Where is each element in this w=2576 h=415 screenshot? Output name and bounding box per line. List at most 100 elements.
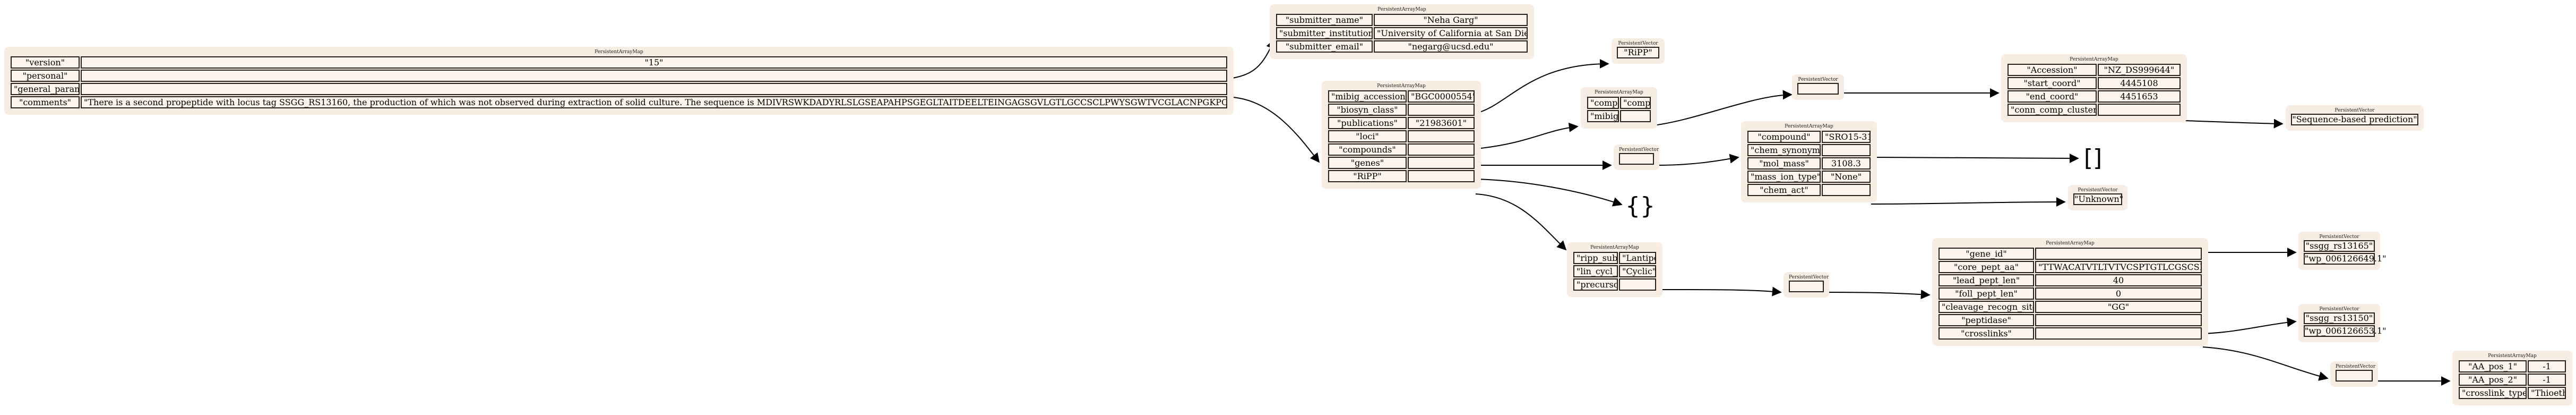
edge-chemact-vec xyxy=(1871,197,2066,207)
vector-item xyxy=(1797,83,1839,95)
general-params-table: "mibig_accession""BGC0000554" "biosyn_cl… xyxy=(1327,89,1476,183)
map-key-cell: "AA_pos_1" xyxy=(2459,360,2527,372)
table-row: "version""15" xyxy=(11,56,1227,69)
map-key-cell: "chem_act" xyxy=(1747,184,1821,196)
vector-item: "Unknown" xyxy=(2073,193,2124,205)
map-value-cell xyxy=(2035,314,2202,326)
chem-act-vector-node: PersistentVector "Unknown" xyxy=(2068,185,2127,210)
root-map-table: "version""15" "personal" "general_params… xyxy=(10,55,1228,109)
vector-item: "Sequence-based prediction" xyxy=(2291,114,2418,125)
map-value-cell: "Thioether" xyxy=(2528,387,2566,399)
map-key-cell: "submitter_email" xyxy=(1276,40,1373,53)
table-row: "end_coord"4451653 xyxy=(2008,90,2181,103)
root-map-node: PersistentArrayMap "version""15" "person… xyxy=(4,47,1234,115)
table-row: "AA_pos_1"-1 xyxy=(2459,360,2566,372)
compound-map-table: "compound""SRO15-3108" "chem_synonyms" "… xyxy=(1746,130,1872,197)
map-value-cell: "21983601" xyxy=(1408,117,1475,129)
map-key-cell: "compound" xyxy=(1747,131,1821,143)
table-row: "mass_ion_type""None" xyxy=(1747,171,1871,183)
map-key-cell: "peptidase" xyxy=(1939,314,2034,326)
node-title: PersistentArrayMap xyxy=(2046,241,2095,246)
table-row: "biosyn_class" xyxy=(1328,104,1475,116)
map-key-cell: "crosslinks" xyxy=(1939,327,2034,340)
table-row: "mibig_acc" xyxy=(1587,110,1651,122)
map-value-cell xyxy=(1408,130,1475,142)
edge-prec-vec xyxy=(1657,286,1782,297)
map-key-cell: "submitter_name" xyxy=(1276,14,1373,26)
map-value-cell xyxy=(81,70,1227,82)
general-params-map-node: PersistentArrayMap "mibig_accession""BGC… xyxy=(1322,81,1481,189)
map-value-cell xyxy=(1408,143,1475,156)
edge-peptidase-vec xyxy=(2202,317,2297,334)
edge-general-general-map xyxy=(1232,97,1320,163)
map-value-cell xyxy=(2035,248,2202,260)
edge-prec-gene xyxy=(1824,290,1931,300)
node-title: PersistentVector xyxy=(2319,234,2359,240)
map-value-cell: -1 xyxy=(2528,360,2566,372)
gene-id-vector-node: PersistentVector "ssgg_rs13165" "wp_0061… xyxy=(2298,232,2387,270)
table-row: "lead_pept_len"40 xyxy=(1939,274,2202,286)
table-row: "start_coord"4445108 xyxy=(2008,77,2181,89)
edge-crosslinks-vec xyxy=(2202,346,2329,381)
table-row: "chem_act" xyxy=(1747,184,1871,196)
table-row: "comments""There is a second propeptide … xyxy=(11,96,1227,108)
precursor-loci-vector-node: PersistentVector xyxy=(1784,272,1829,298)
map-value-cell: "GG" xyxy=(2035,301,2202,313)
node-title: PersistentArrayMap xyxy=(1377,7,1426,12)
map-key-cell: "lead_pept_len" xyxy=(1939,274,2034,286)
vector-item: "ssgg_rs13150" xyxy=(2304,312,2375,324)
map-value-cell: "BGC0000554" xyxy=(1408,90,1475,103)
node-title: PersistentArrayMap xyxy=(1785,124,1833,129)
table-row: "chem_synonyms" xyxy=(1747,144,1871,156)
map-key-cell: "comments" xyxy=(11,96,80,108)
map-value-cell: "Cyclic" xyxy=(1619,265,1656,277)
map-key-cell: "end_coord" xyxy=(2008,90,2097,103)
table-row: "RiPP" xyxy=(1328,170,1475,182)
map-value-cell xyxy=(1620,110,1651,122)
edge-conn-evidence xyxy=(2184,118,2284,129)
table-row: "submitter_name""Neha Garg" xyxy=(1276,14,1528,26)
edge-personal-submitter xyxy=(1232,39,1276,79)
map-key-cell: "core_pept_aa" xyxy=(1939,261,2034,273)
vector-item: "RiPP" xyxy=(1617,47,1659,58)
map-key-cell: "foll_pept_len" xyxy=(1939,287,2034,300)
map-value-cell xyxy=(1408,157,1475,169)
map-value-cell xyxy=(1619,278,1656,291)
map-value-cell: "complete" xyxy=(1620,97,1651,109)
crosslinks-vector-node: PersistentVector xyxy=(2330,361,2378,387)
vector-item: "wp_006126649.1" xyxy=(2304,253,2387,265)
map-value-cell xyxy=(1408,104,1475,116)
map-value-cell xyxy=(2035,327,2202,340)
node-title: PersistentVector xyxy=(2319,307,2359,312)
table-row: "publications""21983601" xyxy=(1328,117,1475,129)
vector-item: "wp_006126653.1" xyxy=(2304,325,2387,337)
submitter-map-node: PersistentArrayMap "submitter_name""Neha… xyxy=(1270,4,1534,59)
table-row: "compound""SRO15-3108" xyxy=(1747,131,1871,143)
node-title: PersistentArrayMap xyxy=(1595,90,1643,95)
map-key-cell: "mass_ion_type" xyxy=(1747,171,1821,183)
map-key-cell: "chem_synonyms" xyxy=(1747,144,1821,156)
map-key-cell: "loci" xyxy=(1328,130,1407,142)
map-key-cell: "crosslink_type" xyxy=(2459,387,2527,399)
table-row: "foll_pept_len"0 xyxy=(1939,287,2202,300)
map-key-cell: "ripp_subclass" xyxy=(1573,252,1618,264)
map-key-cell: "complete" xyxy=(1587,97,1619,109)
node-title: PersistentArrayMap xyxy=(1590,245,1639,250)
map-value-cell: "Lantipeptide" xyxy=(1619,252,1656,264)
table-row: "compounds" xyxy=(1328,143,1475,156)
map-value-cell: -1 xyxy=(2528,374,2566,386)
table-row: "gene_id" xyxy=(1939,248,2202,260)
gene-map-table: "gene_id" "core_pept_aa""TTWACATVTLTVTVC… xyxy=(1937,247,2203,341)
map-key-cell: "mibig_acc" xyxy=(1587,110,1619,122)
node-title: PersistentArrayMap xyxy=(2488,353,2537,359)
submitter-map-table: "submitter_name""Neha Garg" "submitter_i… xyxy=(1275,13,1529,54)
map-value-cell xyxy=(1822,144,1871,156)
loci-map-table: "complete""complete" "mibig_acc" xyxy=(1586,96,1652,123)
map-value-cell: 40 xyxy=(2035,274,2202,286)
table-row: "conn_comp_cluster" xyxy=(2008,104,2181,116)
table-row: "complete""complete" xyxy=(1587,97,1651,109)
map-value-cell: "None" xyxy=(1822,171,1871,183)
node-title: PersistentVector xyxy=(1618,41,1658,46)
edge-ripp-map xyxy=(1475,193,1567,251)
map-value-cell xyxy=(81,83,1227,95)
